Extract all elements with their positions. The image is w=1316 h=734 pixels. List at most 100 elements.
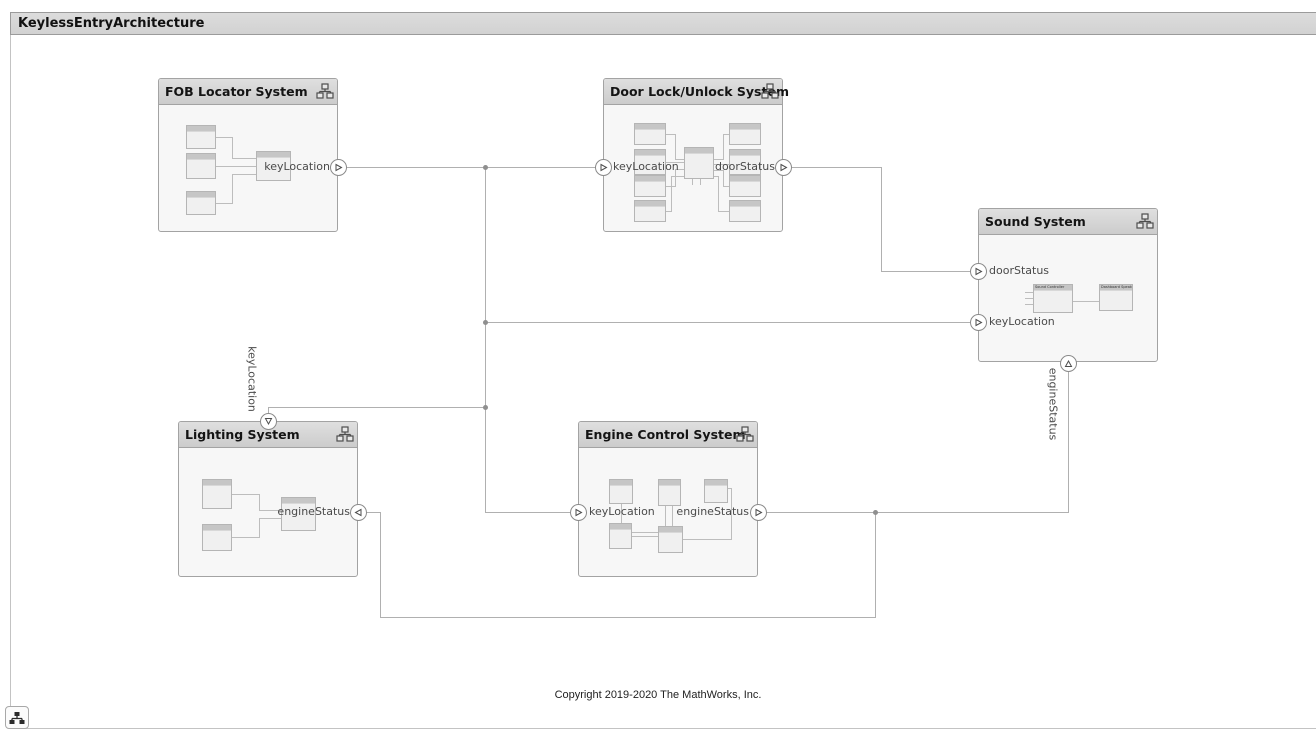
mini-block[interactable] (658, 526, 683, 553)
component-title: Lighting System (185, 427, 300, 442)
inner-wire (666, 211, 672, 212)
port-arrow-right-icon (755, 508, 763, 516)
wire-keyLocation[interactable] (485, 322, 971, 323)
component-sound-system[interactable]: Sound System Sound Controller Dashboard S… (978, 208, 1158, 362)
inner-wire (731, 488, 732, 540)
inner-wire (714, 159, 724, 160)
port-arrow-up-icon (1064, 359, 1072, 367)
mini-block[interactable] (634, 175, 666, 197)
component-door-lock-unlock-system[interactable]: Door Lock/Unlock System (603, 78, 789, 232)
wire-engineStatus[interactable] (875, 512, 876, 618)
mini-block-header (635, 150, 665, 156)
mini-block[interactable] (609, 523, 632, 549)
mini-block[interactable] (634, 149, 666, 175)
inner-wire (675, 134, 676, 160)
mini-block[interactable] (729, 200, 761, 222)
port-keyLocation[interactable] (329, 158, 347, 176)
wire-keyLocation[interactable] (268, 407, 486, 408)
inner-wire (672, 506, 673, 527)
wire-engineStatus[interactable] (366, 512, 381, 513)
mini-block-header (635, 124, 665, 130)
port-engineStatus[interactable] (349, 503, 367, 521)
inner-wire (216, 166, 257, 167)
mini-block[interactable] (281, 497, 316, 531)
port-label-engineStatus: engineStatus (676, 505, 749, 518)
wire-doorStatus[interactable] (881, 167, 882, 272)
mini-block-header (730, 124, 760, 130)
component-header[interactable]: Engine Control System (579, 422, 757, 448)
mini-block[interactable] (609, 479, 633, 504)
inner-wire (723, 186, 730, 187)
wire-keyLocation[interactable] (268, 407, 269, 413)
wire-doorStatus[interactable] (791, 167, 882, 168)
port-arrow-right-icon (335, 163, 343, 171)
inner-wire (675, 159, 685, 160)
hierarchy-icon (316, 83, 334, 99)
wire-junction-dot (873, 510, 878, 515)
inner-wire (665, 506, 666, 527)
component-header[interactable]: Door Lock/Unlock System (604, 79, 789, 105)
inner-wire (675, 169, 685, 170)
port-label-doorStatus: doorStatus (714, 160, 775, 173)
mini-block[interactable] (186, 191, 216, 215)
mini-block[interactable]: Dashboard Speaker (1099, 284, 1133, 311)
hierarchy-icon (1136, 213, 1154, 229)
component-engine-control-system[interactable]: Engine Control System (578, 421, 758, 577)
mini-block[interactable] (704, 479, 728, 503)
port-engineStatus[interactable] (749, 503, 767, 521)
inner-wire (718, 211, 730, 212)
mini-block[interactable] (186, 125, 216, 149)
port-keyLocation[interactable] (259, 412, 277, 430)
port-arrow-right-icon (780, 163, 788, 171)
inner-wire (666, 162, 685, 163)
mini-block[interactable] (658, 479, 681, 506)
inner-wire (1025, 304, 1033, 305)
wire-engineStatus[interactable] (380, 512, 381, 618)
mini-block[interactable] (729, 175, 761, 197)
port-keyLocation[interactable] (569, 503, 587, 521)
mini-block[interactable] (202, 479, 232, 509)
mini-block[interactable] (186, 153, 216, 179)
wire-keyLocation[interactable] (347, 167, 596, 168)
inner-wire (259, 494, 260, 511)
inner-wire (216, 203, 233, 204)
hierarchy-badge-button[interactable] (5, 706, 29, 729)
component-header[interactable]: FOB Locator System (159, 79, 337, 105)
wire-doorStatus[interactable] (881, 271, 971, 272)
mini-block[interactable]: Sound Controller (1033, 284, 1073, 313)
wire-engineStatus[interactable] (380, 617, 876, 618)
mini-block[interactable] (729, 123, 761, 145)
component-title: Sound System (985, 214, 1086, 229)
mini-block-header (659, 527, 682, 533)
port-keyLocation[interactable] (594, 158, 612, 176)
mini-block[interactable] (684, 147, 714, 179)
port-keyLocation[interactable] (969, 313, 987, 331)
mini-block-header (659, 480, 680, 486)
mini-block[interactable] (202, 524, 232, 551)
inner-wire (692, 179, 693, 185)
wire-engineStatus[interactable] (1068, 372, 1069, 513)
mini-block[interactable] (634, 200, 666, 222)
inner-wire (259, 510, 282, 511)
hierarchy-icon (336, 426, 354, 442)
inner-wire (723, 170, 724, 187)
component-fob-locator-system[interactable]: FOB Locator System (158, 78, 338, 232)
wire-keyLocation[interactable] (485, 167, 486, 513)
component-lighting-system[interactable]: Lighting System (178, 421, 358, 577)
mini-block-header: Sound Controller (1034, 285, 1072, 291)
port-engineStatus[interactable] (1059, 354, 1077, 372)
hierarchy-icon (9, 711, 25, 724)
component-header[interactable]: Sound System (979, 209, 1157, 235)
wire-engineStatus[interactable] (766, 512, 1069, 513)
mini-block[interactable] (634, 123, 666, 145)
inner-wire (1025, 292, 1033, 293)
wire-keyLocation[interactable] (485, 512, 571, 513)
mini-block[interactable] (256, 151, 291, 181)
copyright-text: Copyright 2019-2020 The MathWorks, Inc. (554, 689, 762, 701)
port-doorStatus[interactable] (774, 158, 792, 176)
port-doorStatus[interactable] (969, 262, 987, 280)
port-arrow-left-icon (353, 508, 361, 516)
mini-block[interactable] (729, 149, 761, 175)
inner-wire (723, 134, 730, 135)
